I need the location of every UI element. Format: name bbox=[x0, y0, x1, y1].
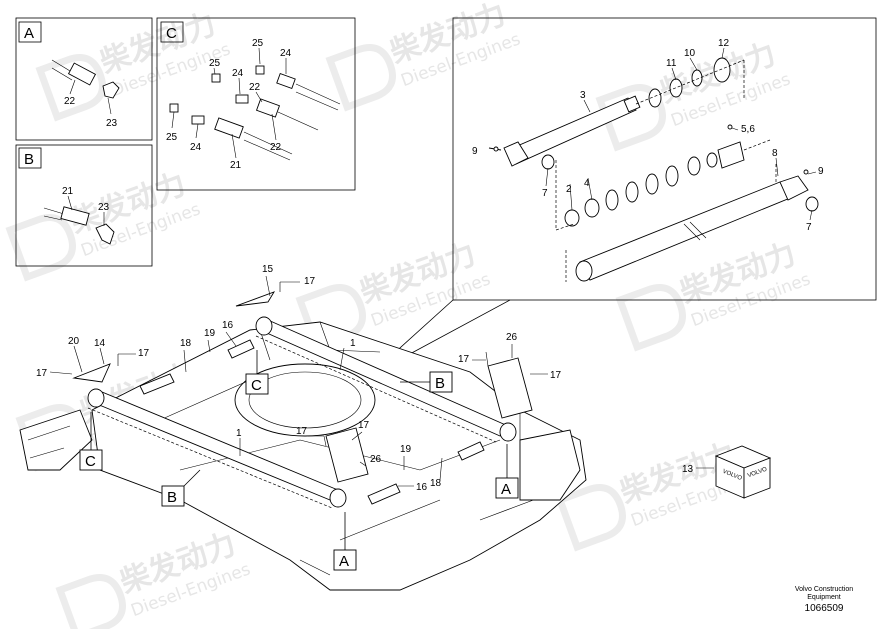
part-number-10: 10 bbox=[684, 48, 696, 59]
detail-letter-a: A bbox=[24, 25, 34, 42]
detail-box-c: C 25 24 25 24 22 25 24 21 22 bbox=[156, 17, 356, 191]
part-number-24: 24 bbox=[280, 48, 292, 59]
part-number-19: 19 bbox=[204, 328, 216, 339]
part-number-17: 17 bbox=[304, 276, 316, 287]
part-number-17: 17 bbox=[358, 420, 370, 431]
footer-division: Equipment bbox=[807, 594, 841, 601]
detail-letter-b: B bbox=[24, 151, 34, 168]
part-number-24: 24 bbox=[190, 142, 202, 153]
part-number-18: 18 bbox=[180, 338, 192, 349]
assembly-labels: 15 17 20 14 17 17 18 19 16 1 1 17 26 17 … bbox=[36, 264, 562, 493]
detail-box-b: B 21 23 bbox=[15, 144, 153, 267]
part-number-17: 17 bbox=[138, 348, 150, 359]
callout-c: C bbox=[251, 377, 262, 394]
part-number-1: 1 bbox=[236, 428, 242, 439]
part-number-22: 22 bbox=[249, 82, 261, 93]
part-number-3: 3 bbox=[580, 90, 586, 101]
part-number-23: 23 bbox=[106, 118, 118, 129]
part-number-9: 9 bbox=[818, 166, 824, 177]
drawing-number: 1066509 bbox=[805, 603, 844, 614]
part-number-15: 15 bbox=[262, 264, 274, 275]
volvo-parts-box: VOLVO VOLVO 13 bbox=[682, 445, 772, 499]
callout-a: A bbox=[339, 553, 349, 570]
part-number-17: 17 bbox=[458, 354, 470, 365]
part-number-21: 21 bbox=[62, 186, 74, 197]
part-number-18: 18 bbox=[430, 478, 442, 489]
footer-company: Volvo Construction bbox=[795, 586, 853, 593]
part-number-23: 23 bbox=[98, 202, 110, 213]
part-number-5-6: 5,6 bbox=[741, 124, 755, 135]
part-number-25: 25 bbox=[166, 132, 178, 143]
part-number-20: 20 bbox=[68, 336, 80, 347]
part-number-2: 2 bbox=[566, 184, 572, 195]
part-number-1: 1 bbox=[350, 338, 356, 349]
part-number-16: 16 bbox=[222, 320, 234, 331]
detail-letter-c: C bbox=[166, 25, 177, 42]
part-number-8: 8 bbox=[772, 148, 778, 159]
callout-a: A bbox=[501, 481, 511, 498]
callout-c: C bbox=[85, 453, 96, 470]
part-number-25: 25 bbox=[209, 58, 221, 69]
callout-b: B bbox=[167, 489, 177, 506]
part-number-7: 7 bbox=[806, 222, 812, 233]
part-number-19: 19 bbox=[400, 444, 412, 455]
part-number-25: 25 bbox=[252, 38, 264, 49]
part-number-26: 26 bbox=[370, 454, 382, 465]
part-number-11: 11 bbox=[666, 58, 677, 69]
part-number-12: 12 bbox=[718, 38, 730, 49]
footer-block: Volvo Construction Equipment 1066509 bbox=[795, 586, 853, 614]
frame-assembly bbox=[19, 291, 587, 591]
callout-markers: C C B B A A bbox=[79, 350, 519, 571]
callout-b: B bbox=[435, 375, 445, 392]
part-number-22: 22 bbox=[64, 96, 76, 107]
part-number-4: 4 bbox=[584, 178, 590, 189]
part-number-17: 17 bbox=[550, 370, 562, 381]
part-number-21: 21 bbox=[230, 160, 242, 171]
part-number-14: 14 bbox=[94, 338, 106, 349]
part-number-26: 26 bbox=[506, 332, 518, 343]
part-number-7: 7 bbox=[542, 188, 548, 199]
part-number-17: 17 bbox=[296, 426, 308, 437]
part-number-13: 13 bbox=[682, 464, 694, 475]
part-number-17: 17 bbox=[36, 368, 48, 379]
detail-box-a: A 22 23 bbox=[15, 17, 153, 141]
part-number-22: 22 bbox=[270, 142, 282, 153]
part-number-9: 9 bbox=[472, 146, 478, 157]
part-number-16: 16 bbox=[416, 482, 428, 493]
part-number-24: 24 bbox=[232, 68, 244, 79]
